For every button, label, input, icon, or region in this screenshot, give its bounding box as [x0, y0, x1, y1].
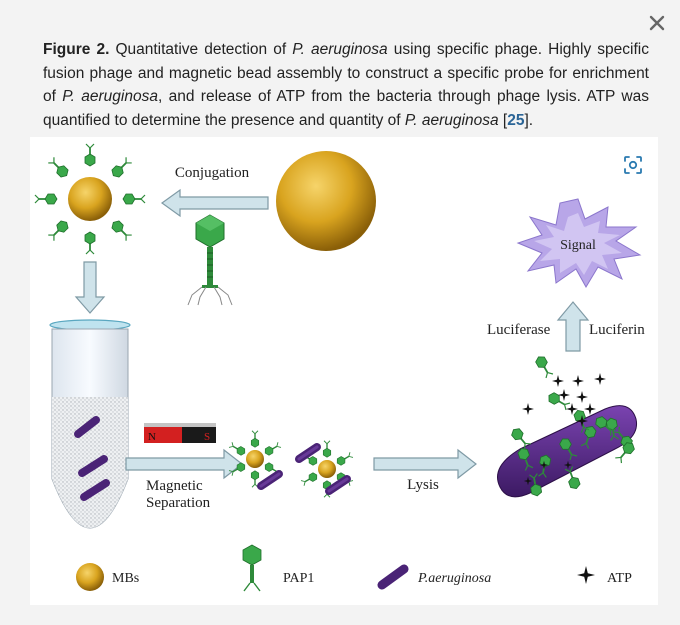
legend-mbs: MBs: [112, 571, 139, 586]
legend-atp-icon: [577, 566, 595, 584]
magnetic-label: Magnetic: [146, 478, 203, 494]
caption-text: using specific phage. Highly specific fu…: [43, 41, 649, 105]
zoom-button[interactable]: [618, 150, 648, 180]
up-arrow: [556, 301, 590, 352]
conjugation-label: Conjugation: [175, 165, 250, 181]
lysis-arrow: [373, 448, 477, 480]
luciferin-label: Luciferin: [589, 322, 645, 338]
figure-image: Conjugation: [30, 137, 658, 605]
caption-species: P. aeruginosa: [62, 88, 158, 105]
luciferase-label: Luciferase: [487, 322, 551, 338]
conjugation-arrow: [160, 188, 269, 218]
signal-label: Signal: [560, 238, 596, 253]
lysis-label: Lysis: [407, 477, 439, 493]
conjugated-bead: [34, 143, 146, 255]
lysed-bacterium: [497, 405, 638, 498]
caption-species: P. aeruginosa: [404, 111, 499, 129]
caption-text: , and release of ATP from the bacteria t…: [43, 88, 649, 129]
separation-label: Separation: [146, 495, 211, 511]
legend-pap1: PAP1: [283, 571, 314, 586]
close-icon: [649, 15, 665, 31]
caption-text: Quantitative detection of: [109, 41, 293, 58]
legend-mbs-icon: [76, 563, 104, 591]
close-button[interactable]: [646, 12, 668, 34]
magnet-n-label: N: [148, 431, 156, 443]
legend: MBs PAP1 P.aeruginosa ATP: [76, 544, 632, 592]
figure-label: Figure 2.: [43, 41, 110, 58]
caption-text: [: [498, 111, 508, 129]
zoom-icon: [624, 156, 642, 174]
legend-atp: ATP: [607, 571, 632, 586]
tube: [49, 319, 131, 529]
captured-complexes: [227, 430, 355, 498]
caption-species: P. aeruginosa: [292, 41, 388, 58]
down-arrow: [74, 261, 106, 314]
legend-pap1-icon: [242, 544, 262, 592]
reference-link[interactable]: 25: [507, 111, 525, 129]
magnet: N S: [144, 423, 216, 443]
signal-burst: Signal: [516, 198, 642, 288]
magnetic-bead: [276, 151, 376, 251]
magnet-s-label: S: [204, 431, 210, 443]
figure-caption: Figure 2. Quantitative detection of P. a…: [43, 38, 649, 132]
legend-paeruginosa: P.aeruginosa: [417, 571, 491, 586]
legend-bacteria-icon: [377, 564, 409, 590]
separation-arrow: [125, 448, 243, 480]
phage-large: [187, 214, 233, 306]
caption-text: ].: [524, 111, 534, 129]
